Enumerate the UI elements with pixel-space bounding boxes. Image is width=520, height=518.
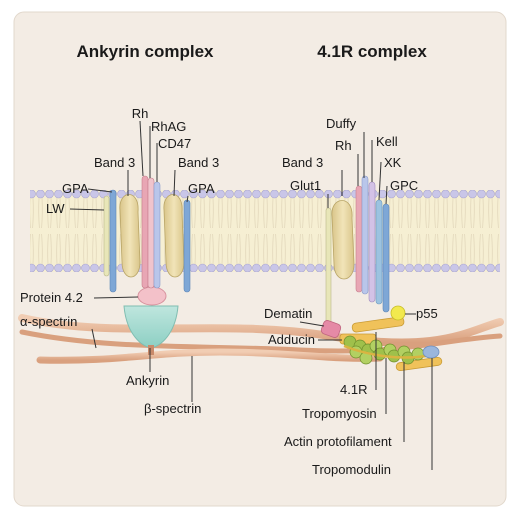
label-adducin: Adducin [268, 332, 315, 347]
label-rh-left: Rh [132, 106, 149, 121]
label-protein-42: Protein 4.2 [20, 290, 83, 305]
ankyrin-complex-title: Ankyrin complex [77, 42, 215, 61]
label-band3-left: Band 3 [94, 155, 135, 170]
label-rh-r: Rh [335, 138, 352, 153]
leader-alpha-spectrin [91, 328, 97, 349]
label-gpa-left: GPA [62, 181, 89, 196]
label-kell: Kell [376, 134, 398, 149]
label-tropomodulin: Tropomodulin [312, 462, 391, 477]
gpa-left-protein [109, 189, 117, 293]
label-band3-r: Band 3 [282, 155, 323, 170]
beta-spectrin-fiber [19, 329, 503, 354]
label-gpa-right: GPA [188, 181, 215, 196]
label-tropomyosin: Tropomyosin [302, 406, 377, 421]
ankyrin-spectrin-link [148, 345, 154, 355]
label-dematin: Dematin [264, 306, 312, 321]
gpc-protein [382, 203, 390, 313]
label-actin-protofilament: Actin protofilament [284, 434, 392, 449]
label-cd47: CD47 [158, 136, 191, 151]
label-xk: XK [384, 155, 402, 170]
tropomodulin-shape [422, 345, 440, 359]
tropomyosin-strand [343, 344, 427, 359]
leader-protein-42 [93, 296, 139, 299]
rh-protein [141, 175, 149, 289]
leader-xk [378, 161, 382, 201]
label-r41: 4.1R [340, 382, 367, 397]
gpa-right-protein [183, 199, 191, 293]
cd47-protein [153, 181, 161, 289]
lw-protein [103, 195, 110, 277]
label-gpc: GPC [390, 178, 418, 193]
leader-dematin [299, 321, 325, 327]
label-band3-right: Band 3 [178, 155, 219, 170]
leader-gpa-right [186, 195, 189, 203]
band3-right-protein [163, 194, 185, 278]
label-alpha-spectrin: α-spectrin [20, 314, 77, 329]
label-p55: p55 [416, 306, 438, 321]
duffy-protein [361, 175, 369, 295]
leader-lw [69, 208, 105, 211]
r41-complex-title: 4.1R complex [317, 42, 427, 61]
label-lw: LW [46, 201, 65, 216]
leader-gpc [385, 185, 388, 205]
band3-left-protein [119, 194, 141, 278]
lipid-bilayer [30, 190, 500, 272]
glut1-protein [325, 207, 332, 327]
rh-r-protein [355, 185, 363, 293]
beta-spectrin-lower-fiber [36, 348, 384, 364]
rhag-protein [147, 177, 155, 289]
label-ankyrin: Ankyrin [126, 373, 169, 388]
label-duffy: Duffy [326, 116, 357, 131]
leader-band3-right [173, 169, 176, 197]
leader-gpa-left [87, 188, 113, 193]
kell-protein [368, 181, 376, 303]
label-rhag: RhAG [151, 119, 186, 134]
r41-upper-bar [351, 316, 405, 333]
label-glut1: Glut1 [290, 178, 321, 193]
label-beta-spectrin: β-spectrin [144, 401, 201, 416]
protein-42-shape [137, 286, 167, 306]
leader-rh-left [139, 120, 144, 177]
band3-r-protein [331, 200, 355, 280]
p55-shape [390, 305, 406, 321]
alpha-spectrin-fiber [18, 314, 504, 347]
xk-protein [375, 199, 383, 305]
